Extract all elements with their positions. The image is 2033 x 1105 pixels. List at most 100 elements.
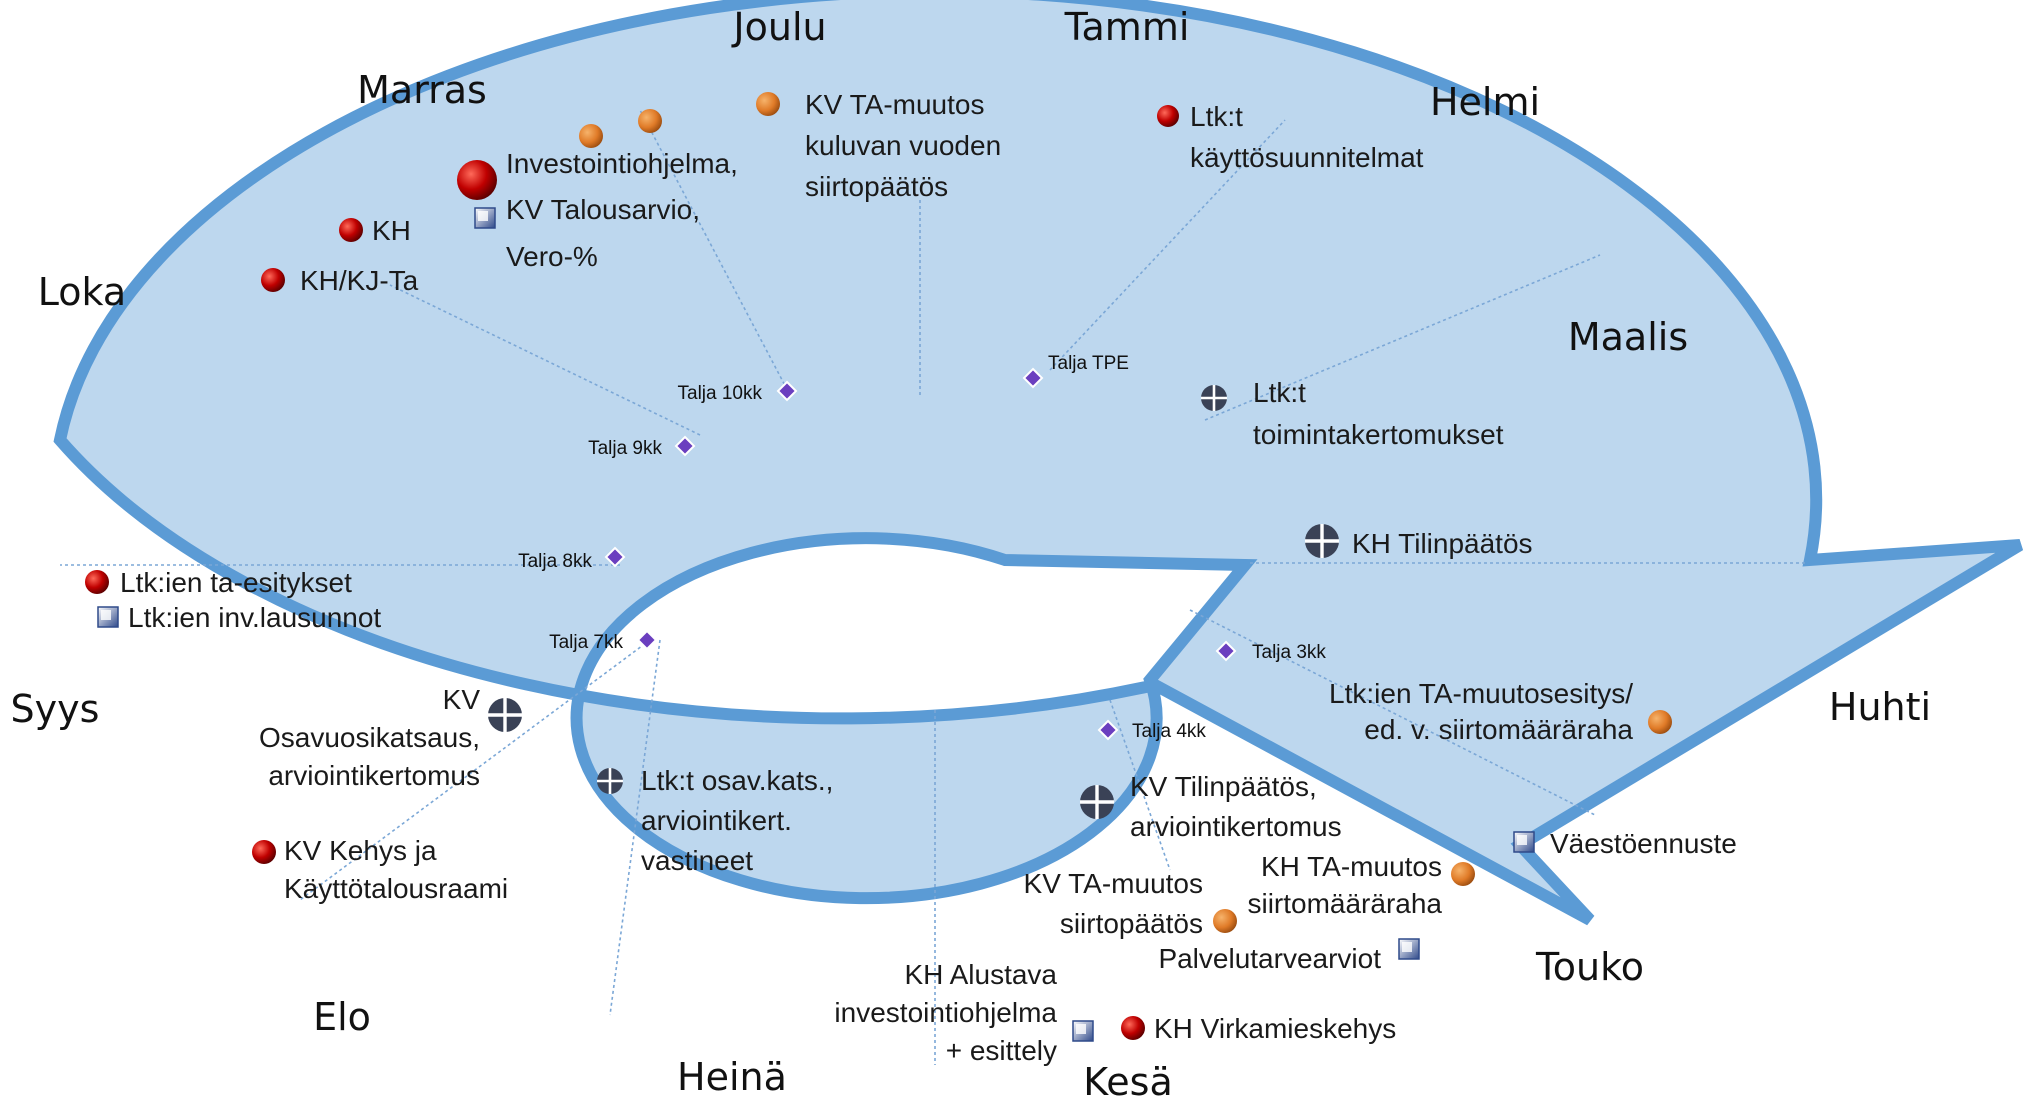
month-label-4: Huhti: [1829, 685, 1931, 729]
event-text-line: Ltk:ien TA-muutosesitys/: [1329, 678, 1633, 709]
event-item-4: KH Tilinpäätös: [1305, 524, 1533, 559]
talja-label: Talja 3kk: [1252, 642, 1326, 663]
orange-dot-icon: [579, 124, 603, 148]
diamond-icon: [1022, 367, 1044, 389]
square-icon: [1072, 1020, 1094, 1042]
event-text-line: Investointiohjelma,: [506, 148, 738, 179]
event-text-line: KV Talousarvio,: [506, 194, 700, 225]
month-label-9: Syys: [11, 687, 100, 731]
month-label-7: Heinä: [677, 1055, 787, 1099]
event-item-23: [638, 109, 662, 133]
diamond-icon: [776, 380, 798, 402]
month-guide-lines: [60, 109, 1805, 1065]
talja-marker-4: Talja 8kk: [518, 546, 626, 572]
globe-cross-icon: [1201, 385, 1227, 411]
square-icon: [97, 606, 119, 628]
event-text-line: Ltk:ien inv.lausunnot: [128, 602, 381, 633]
talja-marker-5: Talja 9kk: [588, 435, 696, 459]
event-text-line: Ltk:t: [1190, 101, 1243, 132]
event-text-line: KH Alustava: [904, 959, 1057, 990]
event-text-line: KV Tilinpäätös,: [1130, 771, 1317, 802]
event-text-line: arviointikertomus: [268, 760, 480, 791]
month-label-11: Marras: [357, 68, 487, 112]
red-dot-icon: [457, 160, 497, 200]
red-dot-icon: [339, 218, 363, 242]
talja-marker-7: Talja TPE: [1022, 353, 1129, 389]
event-item-6: Väestöennuste: [1513, 828, 1737, 859]
event-text-line: Palvelutarvearviot: [1158, 943, 1381, 974]
square-icon: [474, 207, 496, 229]
event-text-line: kuluvan vuoden: [805, 130, 1001, 161]
month-label-2: Helmi: [1430, 80, 1540, 124]
event-text-line: Ltk:t osav.kats.,: [641, 765, 833, 796]
red-dot-icon: [252, 840, 276, 864]
event-text-line: KV TA-muutos: [805, 89, 984, 120]
guide-line-6: [1109, 699, 1171, 871]
diamond-icon: [636, 629, 658, 651]
orange-dot-icon: [756, 92, 780, 116]
talja-label: Talja 8kk: [518, 551, 592, 572]
event-item-7: KV Tilinpäätös, arviointikertomus: [1080, 771, 1342, 842]
event-text-line: käyttösuunnitelmat: [1190, 142, 1424, 173]
event-text-line: Vero-%: [506, 241, 598, 272]
diamond-icon: [1097, 719, 1119, 741]
event-text-line: KV Kehys ja: [284, 835, 437, 866]
event-text-line: KH/KJ-Ta: [300, 265, 419, 296]
month-label-5: Touko: [1535, 945, 1644, 989]
event-item-22: [579, 124, 603, 148]
month-label-6: Kesä: [1083, 1060, 1173, 1104]
square-icon: [1513, 831, 1535, 853]
month-label-12: Joulu: [731, 5, 826, 49]
event-item-15: KV Osavuosikatsaus, arviointikertomus: [259, 684, 522, 791]
red-dot-icon: [1157, 105, 1179, 127]
event-text-line: Osavuosikatsaus,: [259, 722, 480, 753]
event-text-line: Väestöennuste: [1550, 828, 1737, 859]
talja-label: Talja 7kk: [549, 632, 623, 653]
event-item-13: Ltk:t osav.kats.,arviointikert.vastineet: [597, 765, 833, 876]
orange-dot-icon: [638, 109, 662, 133]
event-text-line: Käyttötalousraami: [284, 873, 508, 904]
month-label-3: Maalis: [1568, 315, 1688, 359]
talja-marker-1: Talja 3kk: [1215, 640, 1326, 663]
event-item-21: KV Talousarvio, Vero-%: [474, 194, 700, 272]
event-item-18: KH/KJ-Ta: [261, 265, 419, 296]
diamond-icon: [674, 435, 696, 457]
guide-line-9: [299, 639, 651, 901]
event-item-5: Ltk:ien TA-muutosesitys/ed. v. siirtomää…: [1329, 678, 1672, 745]
event-text-line: investointiohjelma: [834, 997, 1057, 1028]
event-item-12: KH Virkamieskehys: [1121, 1013, 1396, 1044]
event-text-line: arviointikertomus: [1130, 811, 1342, 842]
event-item-10: Palvelutarvearviot: [1158, 938, 1420, 974]
talja-label: Talja 9kk: [588, 438, 662, 459]
event-text-line: toimintakertomukset: [1253, 419, 1504, 450]
event-text-line: KH: [372, 215, 411, 246]
talja-marker-3: Talja 7kk: [549, 629, 658, 653]
talja-label: Talja TPE: [1048, 353, 1129, 374]
month-label-8: Elo: [313, 995, 371, 1039]
month-labels: TammiHelmiMaalisHuhtiToukoKesäHeinäEloSy…: [11, 5, 1932, 1104]
event-text-line: KH Tilinpäätös: [1352, 528, 1533, 559]
red-dot-icon: [85, 570, 109, 594]
orange-dot-icon: [1648, 710, 1672, 734]
event-item-19: KH: [339, 215, 411, 246]
event-text-line: ed. v. siirtomääräraha: [1364, 714, 1633, 745]
event-item-17: Ltk:ien inv.lausunnot: [97, 602, 381, 633]
event-item-14: KV Kehys ja Käyttötalousraami: [252, 835, 508, 904]
red-dot-icon: [1121, 1016, 1145, 1040]
annual-cycle-ring: [53, 0, 2024, 926]
talja-label: Talja 10kk: [678, 383, 763, 404]
square-icon: [1398, 938, 1420, 960]
orange-dot-icon: [1451, 862, 1475, 886]
guide-line-5: [1189, 609, 1596, 816]
guide-line-3: [1204, 254, 1601, 421]
event-text-line: KV: [443, 684, 481, 715]
globe-cross-icon: [488, 698, 522, 732]
talja-marker-2: Talja 4kk: [1097, 719, 1206, 742]
month-label-10: Loka: [38, 270, 126, 314]
orange-dot-icon: [1213, 909, 1237, 933]
